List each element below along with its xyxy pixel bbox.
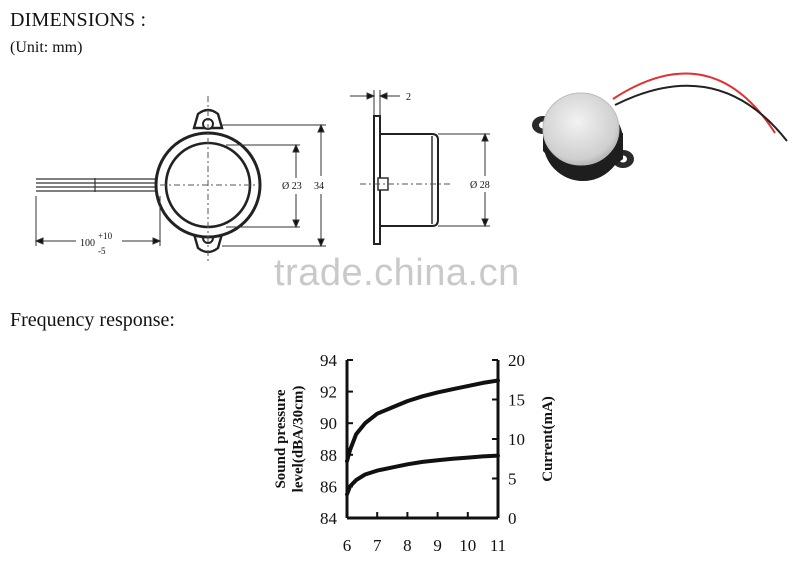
sound-pressure-curve [345,378,500,464]
buzzer-photo [532,72,788,181]
left-axis-label: Sound pressurelevel(dBA/30cm) [273,386,306,493]
red-wire [612,72,776,134]
photo-top-cap [542,92,620,166]
x-tick-label: 6 [343,536,352,555]
right-axis-ticks: 20 15 10 5 0 [492,351,525,528]
left-tick-label: 90 [320,414,337,433]
x-tick-label: 10 [459,536,476,555]
frequency-chart: 94 92 90 88 86 84 20 15 10 5 0 6 7 8 9 10 11 Sound pre… [273,351,556,555]
length-label: 100 [80,238,95,249]
length-tolerance-plus: +10 [98,231,113,241]
height-dimension [222,123,326,248]
height-label: 34 [314,181,324,192]
right-tick-label: 10 [508,430,525,449]
front-view-drawing: Ø 23 34 100 +10 -5 [34,96,326,264]
side-body [373,115,439,245]
watermark: trade.china.cn [274,252,520,294]
right-tick-label: 0 [508,509,517,528]
lead-wires [36,178,165,192]
outer-diameter-label: Ø 28 [470,180,490,191]
side-view-drawing: 2 Ø 28 [350,90,490,245]
left-axis-ticks: 94 92 90 88 86 84 [320,351,353,528]
left-tick-label: 84 [320,509,338,528]
series-lines [345,378,500,497]
dimensions-title: DIMENSIONS : [10,9,147,31]
left-tick-label: 86 [320,477,337,496]
right-tick-label: 15 [508,391,525,410]
x-axis-ticks: 6 7 8 9 10 11 [343,512,506,555]
unit-label: (Unit: mm) [10,39,83,56]
x-tick-label: 9 [433,536,442,555]
right-tick-label: 5 [508,470,517,489]
right-axis-label: Current(mA) [540,396,556,482]
length-dimension [34,196,162,246]
left-tick-label: 88 [320,446,337,465]
left-tick-label: 92 [320,383,337,402]
inner-diameter-label: Ø 23 [282,181,302,192]
thickness-label: 2 [406,92,411,103]
right-tick-label: 20 [508,351,525,370]
centerlines [160,96,258,264]
black-wire [614,84,788,142]
inner-diameter-dimension [226,143,300,229]
current-curve [345,453,500,497]
frequency-title: Frequency response: [10,309,175,331]
x-tick-label: 7 [373,536,382,555]
length-tolerance-minus: -5 [98,246,106,256]
x-tick-label: 11 [490,536,506,555]
x-tick-label: 8 [403,536,412,555]
outer-diameter-dimension [438,132,490,228]
left-tick-label: 94 [320,351,338,370]
